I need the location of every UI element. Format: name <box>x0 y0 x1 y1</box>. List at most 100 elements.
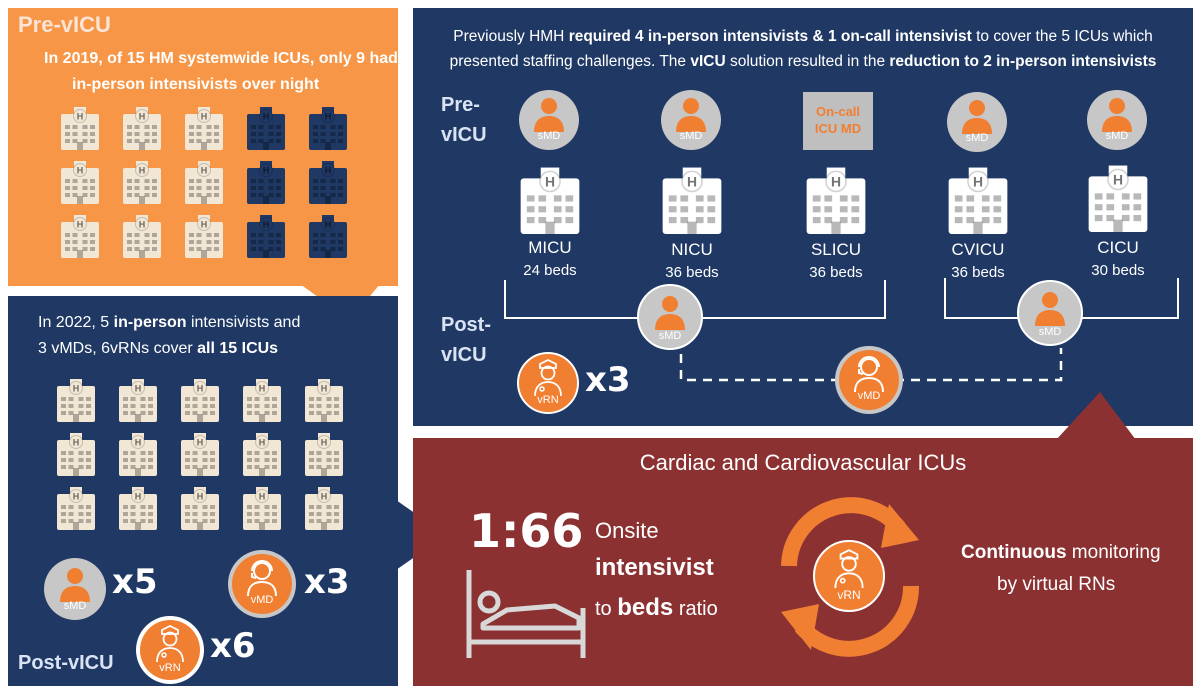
pre-vicu-hospital-icon <box>308 214 348 258</box>
post-line1-b: in-person <box>113 314 187 331</box>
top-vrn-count: x3 <box>585 360 631 400</box>
post-vicu-footer: Post-vICU <box>18 652 114 674</box>
monitoring-label: monitoring <box>1066 542 1161 563</box>
unit-name-nicu: NICU <box>671 240 713 259</box>
post-line2-a: 3 vMDs, 6vRNs cover <box>38 340 198 357</box>
post-smd-left-label: sMD <box>658 330 682 342</box>
pre-vicu-hospital-icon <box>184 160 224 204</box>
cycle-arrows-icon <box>781 497 920 657</box>
post-vicu-hospital-icon <box>304 432 344 476</box>
pre-vicu-hospital-icon <box>246 160 286 204</box>
oncall-line2: ICU MD <box>814 121 862 136</box>
post-vicu-hospital-icon <box>242 432 282 476</box>
unit-beds-cicu: 30 beds <box>1091 262 1145 279</box>
pre-label-1: Pre- <box>441 94 480 116</box>
post-smd-right: sMD <box>1017 280 1083 346</box>
unit-beds-micu: 24 beds <box>523 262 577 279</box>
post-vicu-text-line2: 3 vMDs, 6vRNs cover all 15 ICUs <box>38 340 278 358</box>
pre-smd-micu-label: sMD <box>537 130 561 142</box>
pre-vicu-hospital-icon <box>184 106 224 150</box>
continuous-monitoring-line2: by virtual RNs <box>997 574 1116 595</box>
staff-l1-c: to cover the 5 ICUs which <box>971 28 1153 45</box>
vrn-avatar: vRN <box>136 616 204 684</box>
vmd-label: vMD <box>250 594 274 606</box>
vrn-label: vRN <box>159 662 181 674</box>
staff-l2-d: reduction to 2 in-person intensivists <box>889 53 1157 70</box>
post-line1-c: intensivists and <box>186 314 301 331</box>
unit-beds-nicu: 36 beds <box>665 264 719 281</box>
pre-vicu-panel: Pre-vICU In 2019, of 15 HM systemwide IC… <box>8 8 398 286</box>
vmd-count: x3 <box>304 562 350 602</box>
pre-vicu-text-line1: In 2019, of 15 HM systemwide ICUs, only … <box>44 50 398 67</box>
pre-vicu-hospital-icon <box>308 106 348 150</box>
pre-vicu-hospital-icon <box>184 214 224 258</box>
post-smd-left: sMD <box>637 284 703 350</box>
unit-name-micu: MICU <box>528 238 572 257</box>
pre-vicu-hospital-icon <box>122 160 162 204</box>
pre-vicu-hospital-icon <box>60 214 100 258</box>
vmd-avatar: vMD <box>228 550 296 618</box>
continuous-monitoring-line1: Continuous monitoring <box>961 542 1161 564</box>
post-vicu-hospital-icon <box>56 432 96 476</box>
red-vrn-avatar: vRN <box>813 540 885 612</box>
bed-icon <box>466 570 586 658</box>
pre-vicu-text-line2: in-person intensivists over night <box>72 76 320 93</box>
pre-vicu-hospital-icon <box>60 106 100 150</box>
post-vicu-hospital-icon <box>56 378 96 422</box>
cardiac-title: Cardiac and Cardiovascular ICUs <box>639 450 967 475</box>
pre-vicu-title: Pre-vICU <box>18 12 111 37</box>
top-vmd-avatar: vMD <box>835 346 903 414</box>
pre-vicu-hospital-icon <box>246 106 286 150</box>
oncall-icu-md-box: On-call ICU MD <box>803 92 873 150</box>
post-line1-a: In 2022, 5 <box>38 314 114 331</box>
pre-smd-cicu-label: sMD <box>1105 130 1129 142</box>
staff-l2-a: presented staffing challenges. The <box>449 53 691 70</box>
staffing-text-line1: Previously HMH required 4 in-person inte… <box>413 28 1193 46</box>
pre-smd-cicu: sMD <box>1087 90 1147 150</box>
red-vrn-label: vRN <box>837 588 861 602</box>
cardiac-panel: Cardiac and Cardiovascular ICUs 1:66 Ons… <box>413 438 1193 686</box>
top-vrn-label: vRN <box>537 394 559 406</box>
ratio-value: 1:66 <box>469 504 584 558</box>
intensivist-label: intensivist <box>595 554 714 581</box>
post-vicu-hospital-icon <box>56 486 96 530</box>
unit-name-cicu: CICU <box>1097 238 1139 257</box>
post-smd-right-label: sMD <box>1038 326 1062 338</box>
unit-name-slicu: SLICU <box>810 240 862 259</box>
staff-l2-c: solution resulted in the <box>725 53 890 70</box>
post-vicu-hospital-icon <box>242 486 282 530</box>
vrn-count: x6 <box>210 626 256 666</box>
to-beds-ratio-label: to beds ratio <box>595 594 718 622</box>
unit-beds-cvicu: 36 beds <box>951 264 1005 281</box>
smd-count: x5 <box>112 562 158 602</box>
staff-l2-b: vICU <box>690 53 726 70</box>
post-vicu-hospital-icon <box>242 378 282 422</box>
post-vicu-hospital-icon <box>118 486 158 530</box>
staff-l1-b: required 4 in-person intensivists & 1 on… <box>568 28 972 45</box>
post-vicu-hospital-icon <box>180 378 220 422</box>
pre-vicu-hospital-icon <box>246 214 286 258</box>
pre-smd-micu: sMD <box>519 90 579 150</box>
post-vicu-hospital-icon <box>118 378 158 422</box>
post-vicu-hospital-icon <box>304 486 344 530</box>
pre-vicu-hospital-icon <box>60 160 100 204</box>
pre-label-2: vICU <box>441 124 487 146</box>
pre-smd-nicu: sMD <box>661 90 721 150</box>
pre-vicu-hospital-icon <box>308 160 348 204</box>
pre-smd-cvicu: sMD <box>947 92 1007 152</box>
post-label-2: vICU <box>441 344 487 366</box>
top-vmd-label: vMD <box>857 390 881 402</box>
oncall-line1: On-call <box>815 104 861 119</box>
top-vrn-avatar: vRN <box>517 352 579 414</box>
post-vicu-hospital-icon <box>180 486 220 530</box>
pre-vicu-hospital-icon <box>122 106 162 150</box>
to-beds-b: beds <box>617 594 674 621</box>
post-vicu-hospital-icon <box>304 378 344 422</box>
unit-name-cvicu: CVICU <box>951 240 1005 259</box>
post-vicu-text-line1: In 2022, 5 in-person intensivists and <box>38 314 300 332</box>
post-line2-b: all 15 ICUs <box>197 340 279 357</box>
continuous-label: Continuous <box>961 542 1067 563</box>
pre-vicu-hospital-icon <box>122 214 162 258</box>
onsite-label: Onsite <box>595 518 659 543</box>
smd-label: sMD <box>63 600 87 612</box>
